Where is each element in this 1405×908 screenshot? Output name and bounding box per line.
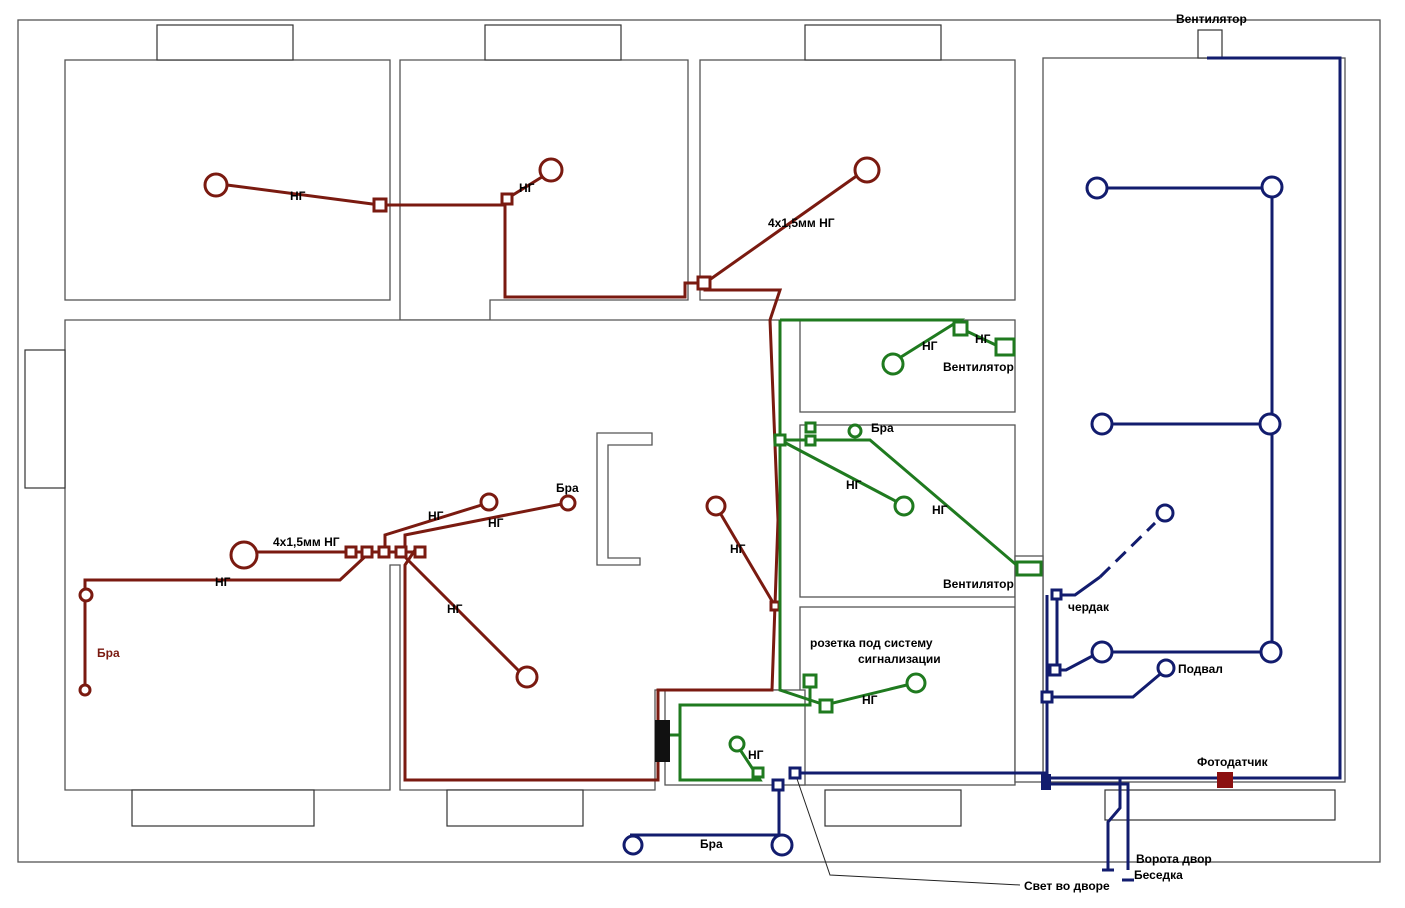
label-ng: НГ (519, 181, 535, 195)
photo-sensor (1217, 772, 1233, 788)
labels: НГ НГ 4х1,5мм НГ 4х1,5мм НГ НГ НГ Бра НГ… (97, 12, 1269, 893)
label-podval: Подвал (1178, 662, 1223, 676)
label-ng: НГ (290, 189, 306, 203)
label-ng: НГ (447, 602, 463, 616)
label-besedka: Беседка (1134, 868, 1183, 882)
label-ng: НГ (488, 516, 504, 530)
window (24, 349, 66, 489)
label-ng: НГ (730, 542, 746, 556)
label-ventilator: Вентилятор (943, 360, 1014, 374)
window (824, 789, 962, 827)
label-ventilator: Вентилятор (1176, 12, 1247, 26)
label-svet-dvor: Свет во дворе (1024, 879, 1110, 893)
label-bra: Бра (556, 481, 579, 495)
label-ng: НГ (215, 575, 231, 589)
label-ng: НГ (428, 509, 444, 523)
room-boiler (799, 606, 1016, 786)
label-fotodatchik: Фотодатчик (1197, 755, 1269, 769)
room-bedroom-3 (699, 59, 1016, 301)
window (446, 789, 584, 827)
circuit-green (670, 318, 1043, 782)
label-cherdak: чердак (1068, 600, 1110, 614)
circuit-blue (622, 56, 1342, 886)
window (131, 789, 315, 827)
label-vorota: Ворота двор (1136, 852, 1212, 866)
room-bath (799, 319, 1016, 413)
label-ng: НГ (922, 339, 938, 353)
room-bedroom-1 (64, 59, 391, 301)
label-rozetka: сигнализации (858, 652, 941, 666)
window (804, 24, 942, 61)
label-ng: НГ (932, 503, 948, 517)
circuit-brown (78, 156, 881, 782)
label-ventilator: Вентилятор (943, 577, 1014, 591)
label-bra: Бра (871, 421, 894, 435)
label-ng: НГ (846, 478, 862, 492)
label-cable: 4х1,5мм НГ (273, 535, 340, 549)
window (156, 24, 294, 61)
label-rozetka: розетка под систему (810, 636, 933, 650)
window (484, 24, 622, 61)
label-ng: НГ (975, 332, 991, 346)
wall-column (1014, 555, 1044, 783)
room-bedroom-2 (399, 59, 689, 321)
label-ng: НГ (748, 748, 764, 762)
label-bra: Бра (700, 837, 723, 851)
label-ng: НГ (862, 693, 878, 707)
label-bra: Бра (97, 646, 120, 660)
garage-door (1104, 789, 1336, 821)
electrical-panel (655, 720, 670, 762)
partition (596, 432, 653, 566)
label-cable: 4х1,5мм НГ (768, 216, 835, 230)
ventilator-box (1197, 29, 1223, 59)
